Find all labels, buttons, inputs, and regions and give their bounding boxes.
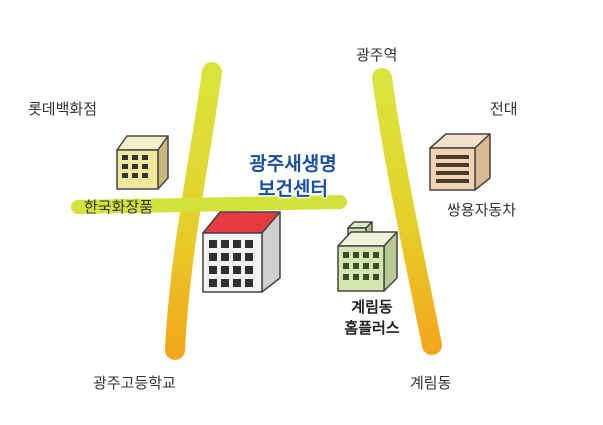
- road-side-horizontal: [71, 195, 347, 214]
- label-gyerim-homeplus-line-2: 홈플러스: [344, 319, 400, 337]
- center-building: [202, 211, 281, 293]
- label-gyerim-dong: 계림동: [410, 374, 452, 392]
- label-gwangju-station: 광주역: [356, 46, 398, 64]
- label-korea-cosmetics: 한국화장품: [84, 198, 154, 216]
- label-ssangyong-motors: 쌍용자동차: [447, 201, 517, 219]
- road-east-vertical: [372, 68, 442, 355]
- label-gyerim-homeplus-line-1: 계림동: [351, 298, 393, 316]
- building-west: [116, 135, 169, 190]
- destination-title-line-1: 광주새생명: [249, 153, 337, 175]
- label-gyerim-homeplus: 계림동 홈플러스: [322, 297, 422, 339]
- destination-title-line-2: 보건센터: [258, 178, 328, 200]
- label-gwangju-high-school: 광주고등학교: [93, 374, 176, 392]
- label-lotte-department-store: 롯데백화점: [28, 100, 98, 118]
- label-jeondae: 전대: [490, 100, 518, 118]
- building-east: [429, 133, 491, 191]
- destination-title: 광주새생명 보건센터: [228, 152, 358, 202]
- building-homeplus: [337, 221, 398, 292]
